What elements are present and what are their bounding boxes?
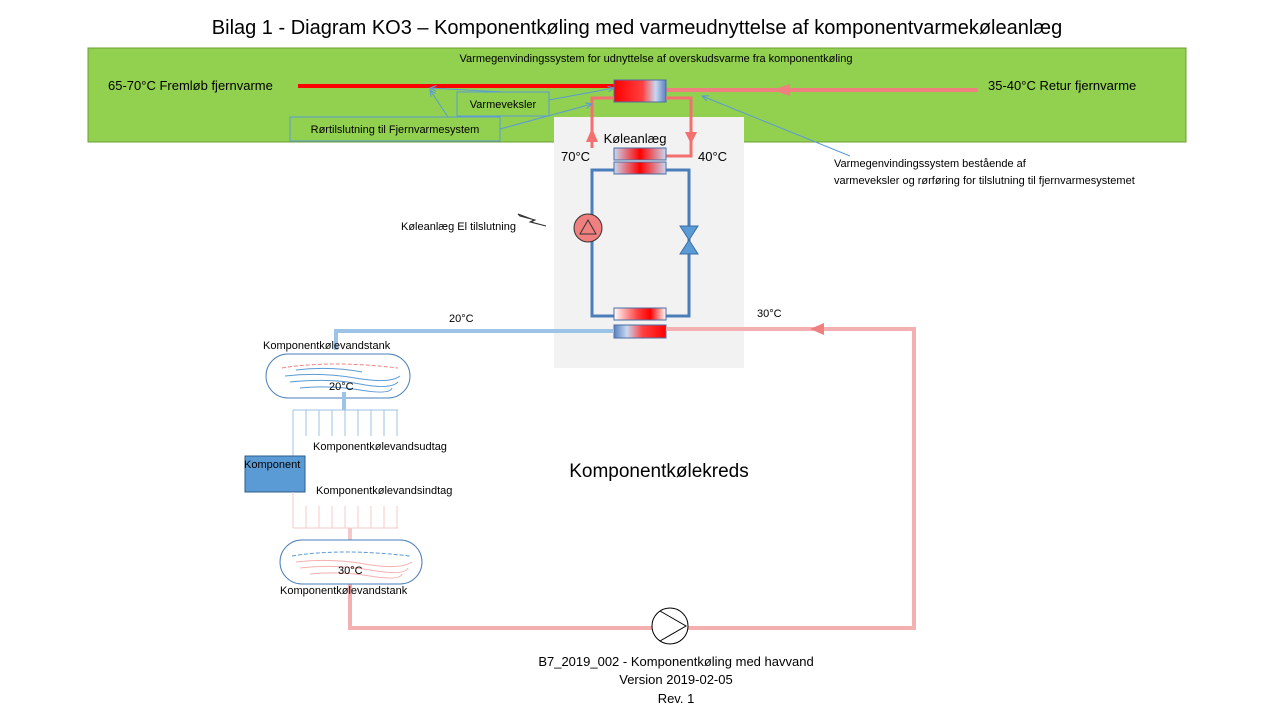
callout-pipe-connection: Rørtilslutning til Fjernvarmesystem — [311, 124, 480, 136]
tank-top-temp: 20°C — [329, 381, 354, 393]
component-label: Komponent — [244, 459, 300, 471]
circulation-pump-triangle — [659, 610, 688, 642]
tank-top-water-lines — [284, 367, 401, 393]
hot-loop-arrow-up-over — [586, 128, 598, 142]
callout-heat-exchanger: Varmeveksler — [470, 99, 537, 111]
warm-return-arrow — [810, 323, 824, 335]
callout-heat-exchanger-leader — [548, 88, 614, 101]
warm-return-pipe — [348, 327, 916, 630]
outlet-manifold — [292, 409, 398, 458]
compressor-icon — [573, 213, 603, 243]
heat-recovery-note-leader — [702, 96, 851, 157]
outlet-label: Komponentkølevandsudtag — [313, 441, 447, 453]
condenser-exchanger — [613, 147, 667, 161]
footer-version: Version 2019-02-05 — [619, 672, 732, 687]
district-heat-exchanger — [613, 79, 667, 103]
tank-bottom-cold-line — [291, 551, 411, 557]
hot-loop-right-over — [666, 117, 693, 158]
cold-supply-pipe — [334, 329, 614, 350]
return-flow-arrow — [772, 84, 790, 96]
tank-top-label: Komponentkølevandstank — [263, 340, 391, 352]
tank-top-warm-line — [281, 363, 399, 369]
footer-revision: Rev. 1 — [658, 691, 695, 706]
diagram-title: Bilag 1 - Diagram KO3 – Komponentkøling … — [212, 17, 1062, 39]
callout-pipe-connection-leader — [499, 104, 592, 130]
power-supply-label: Køleanlæg El tilslutning — [401, 221, 516, 233]
callout-heat-exchanger-leader-2 — [430, 88, 504, 93]
temp-70-label: 70°C — [561, 149, 590, 164]
evaporator-exchanger-bottom — [613, 324, 667, 339]
circulation-pump-icon — [651, 607, 689, 645]
heat-recovery-note-line1: Varmegenvindingssystem bestående af — [834, 158, 1027, 170]
component-box — [244, 455, 306, 493]
temp-20-pipe-label: 20°C — [449, 313, 474, 325]
callout-pipe-connection-box — [289, 116, 501, 142]
heat-recovery-banner-title: Varmegenvindingssystem for udnyttelse af… — [460, 53, 853, 65]
cooling-plant-label: Køleanlæg — [604, 131, 667, 146]
inlet-label: Komponentkølevandsindtag — [316, 485, 452, 497]
temp-30-pipe-label: 30°C — [757, 308, 782, 320]
circuit-label: Komponentkølekreds — [569, 461, 749, 482]
tank-bottom-water-lines — [295, 559, 413, 579]
footer-document-id: B7_2019_002 - Komponentkøling med havvan… — [538, 654, 813, 669]
lightning-bolt-icon — [517, 213, 547, 227]
tank-bottom-temp: 30°C — [338, 565, 363, 577]
heat-recovery-note-line2: varmeveksler og rørføring for tilslutnin… — [834, 175, 1135, 187]
temp-40-label: 40°C — [698, 149, 727, 164]
district-heating-return-label: 35-40°C Retur fjernvarme — [988, 78, 1136, 93]
expansion-valve-icon — [679, 225, 699, 255]
hot-loop-arrow-down-over — [685, 132, 697, 144]
condenser-exchanger-lower — [613, 161, 667, 175]
tank-bottom-label: Komponentkølevandstank — [280, 585, 408, 597]
inlet-manifold — [293, 506, 398, 529]
compressor-triangle — [579, 218, 597, 235]
callout-pipe-connection-leader-2 — [430, 90, 449, 118]
district-heating-supply-label: 65-70°C Fremløb fjernvarme — [108, 78, 273, 93]
callout-heat-exchanger-box — [456, 91, 550, 117]
evaporator-exchanger-top — [613, 307, 667, 321]
